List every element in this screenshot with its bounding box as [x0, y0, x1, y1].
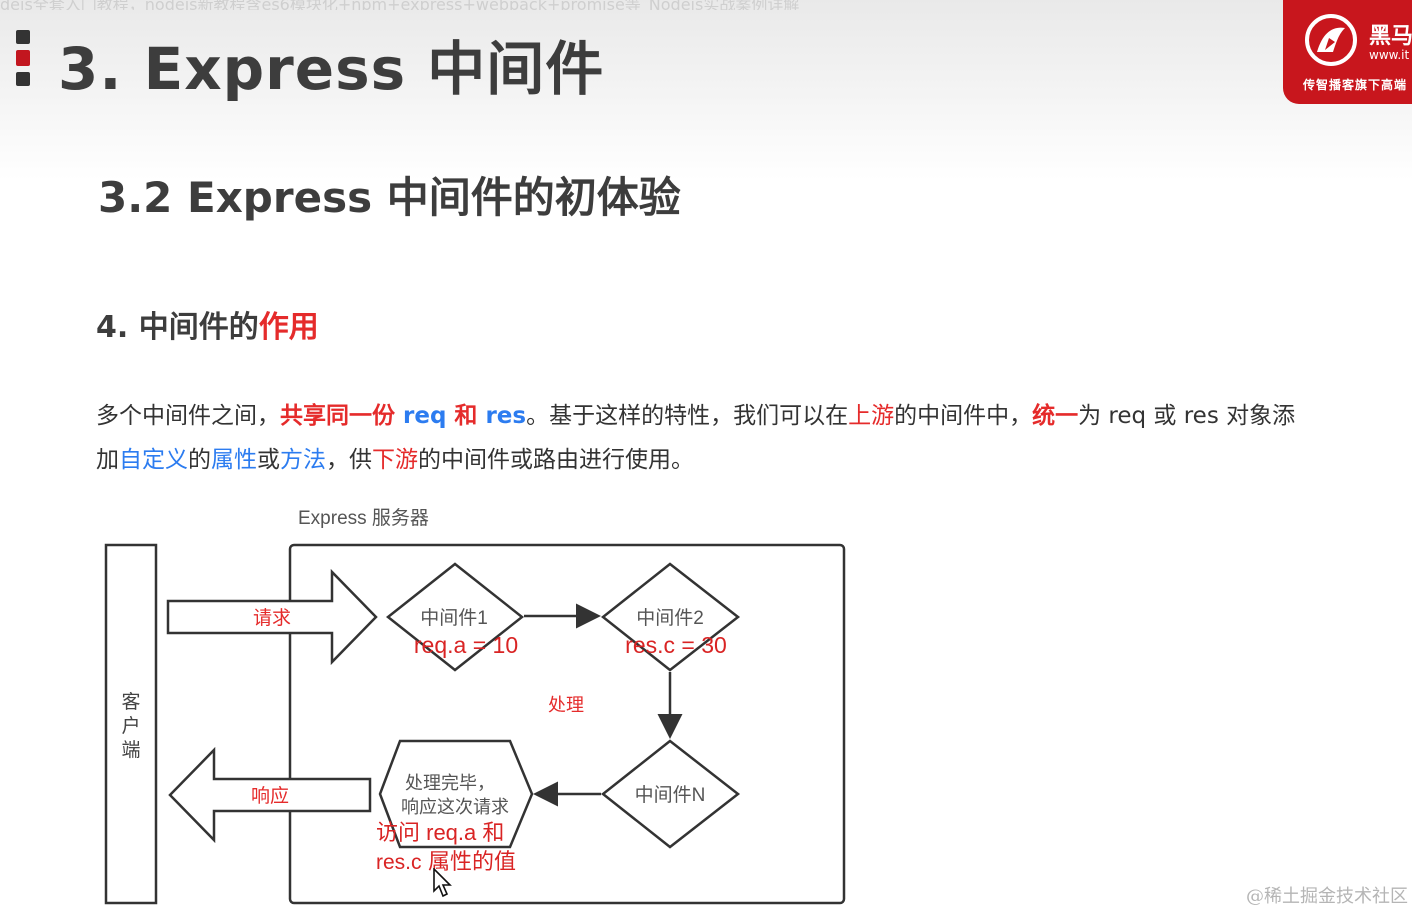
request-arrow [166, 568, 378, 666]
brand-logo: 黑马 www.it 传智播客旗下高端 [1283, 0, 1412, 104]
final-hexagon [378, 739, 534, 849]
paragraph-line-1: 多个中间件之间，共享同一份 req 和 res。基于这样的特性，我们可以在上游的… [96, 394, 1376, 438]
paragraph-line-2: 加自定义的属性或方法，供下游的中间件或路由进行使用。 [96, 438, 1376, 482]
middleware-1-diamond [385, 562, 525, 672]
client-label-1: 客 [121, 691, 140, 713]
final-red-line-1: 访问 req.a 和 [376, 820, 504, 845]
middleware-1-code: req.a = 10 [414, 632, 518, 658]
description-paragraph: 多个中间件之间，共享同一份 req 和 res。基于这样的特性，我们可以在上游的… [96, 394, 1376, 482]
highlight-custom: 自定义 [119, 447, 188, 473]
section-heading-highlight: 作用 [258, 310, 319, 345]
highlight-method: 方法 [280, 447, 326, 473]
middleware-2-code: res.c = 30 [625, 632, 727, 658]
logo-slogan-text: 传智播客旗下高端 [1303, 78, 1408, 92]
middleware-n-name: 中间件N [635, 784, 706, 806]
middleware-2-diamond [600, 562, 741, 672]
process-label: 处理 [548, 695, 584, 715]
page-title: 3. Express 中间件 [58, 35, 605, 103]
final-line-1: 处理完毕， [405, 773, 495, 793]
title-marker-icon [16, 30, 30, 88]
text-segment: 。基于这样的特性，我们可以在 [526, 403, 849, 429]
section-heading-prefix: 4. 中间件的 [96, 310, 259, 345]
server-box [288, 543, 846, 905]
response-arrow [168, 746, 372, 844]
text-segment: 的中间件中， [894, 403, 1033, 429]
middleware-2-name: 中间件2 [636, 607, 704, 629]
server-label: Express 服务器 [298, 507, 429, 529]
text-segment: ，供 [326, 447, 372, 473]
highlight-downstream: 下游 [372, 447, 418, 473]
text-segment: 为 req 或 res 对象添 [1078, 403, 1296, 429]
logo-brand-text: 黑马 [1369, 24, 1412, 49]
watermark-text: @稀土掘金技术社区 [1246, 886, 1408, 907]
client-label-3: 端 [121, 739, 140, 761]
slide-subtitle: 3.2 Express 中间件的初体验 [98, 173, 681, 222]
text-segment: 的中间件或路由进行使用。 [418, 447, 694, 473]
mouse-cursor-icon [433, 868, 452, 898]
highlight-req: req [403, 403, 447, 429]
highlight-shared: 共享同一份 [280, 403, 404, 429]
text-segment: 的 [188, 447, 211, 473]
logo-url-text: www.it [1369, 48, 1410, 62]
horse-logo-icon [1305, 14, 1357, 66]
highlight-property: 属性 [211, 447, 257, 473]
text-segment: 或 [257, 447, 280, 473]
video-title-strip: dejs全套入门教程，nodejs新教程含es6模块化+npm+express+… [0, 0, 800, 10]
client-box [104, 543, 158, 905]
text-segment: 多个中间件之间， [96, 403, 280, 429]
text-segment: 加 [96, 447, 119, 473]
highlight-and: 和 [446, 403, 486, 429]
final-line-2: 响应这次请求 [401, 797, 509, 817]
highlight-upstream: 上游 [848, 403, 895, 429]
final-red-line-2b: 属性的值 [428, 849, 516, 874]
highlight-res: res [485, 403, 527, 429]
client-label-2: 户 [121, 715, 140, 737]
middleware-1-name: 中间件1 [420, 607, 488, 629]
middleware-n-diamond [600, 739, 741, 849]
final-red-line-2a: res.c [376, 851, 422, 874]
request-label: 请求 [253, 607, 291, 629]
response-label: 响应 [251, 785, 289, 807]
section-heading: 4. 中间件的作用 [96, 302, 319, 346]
highlight-unified: 统一 [1032, 403, 1079, 429]
